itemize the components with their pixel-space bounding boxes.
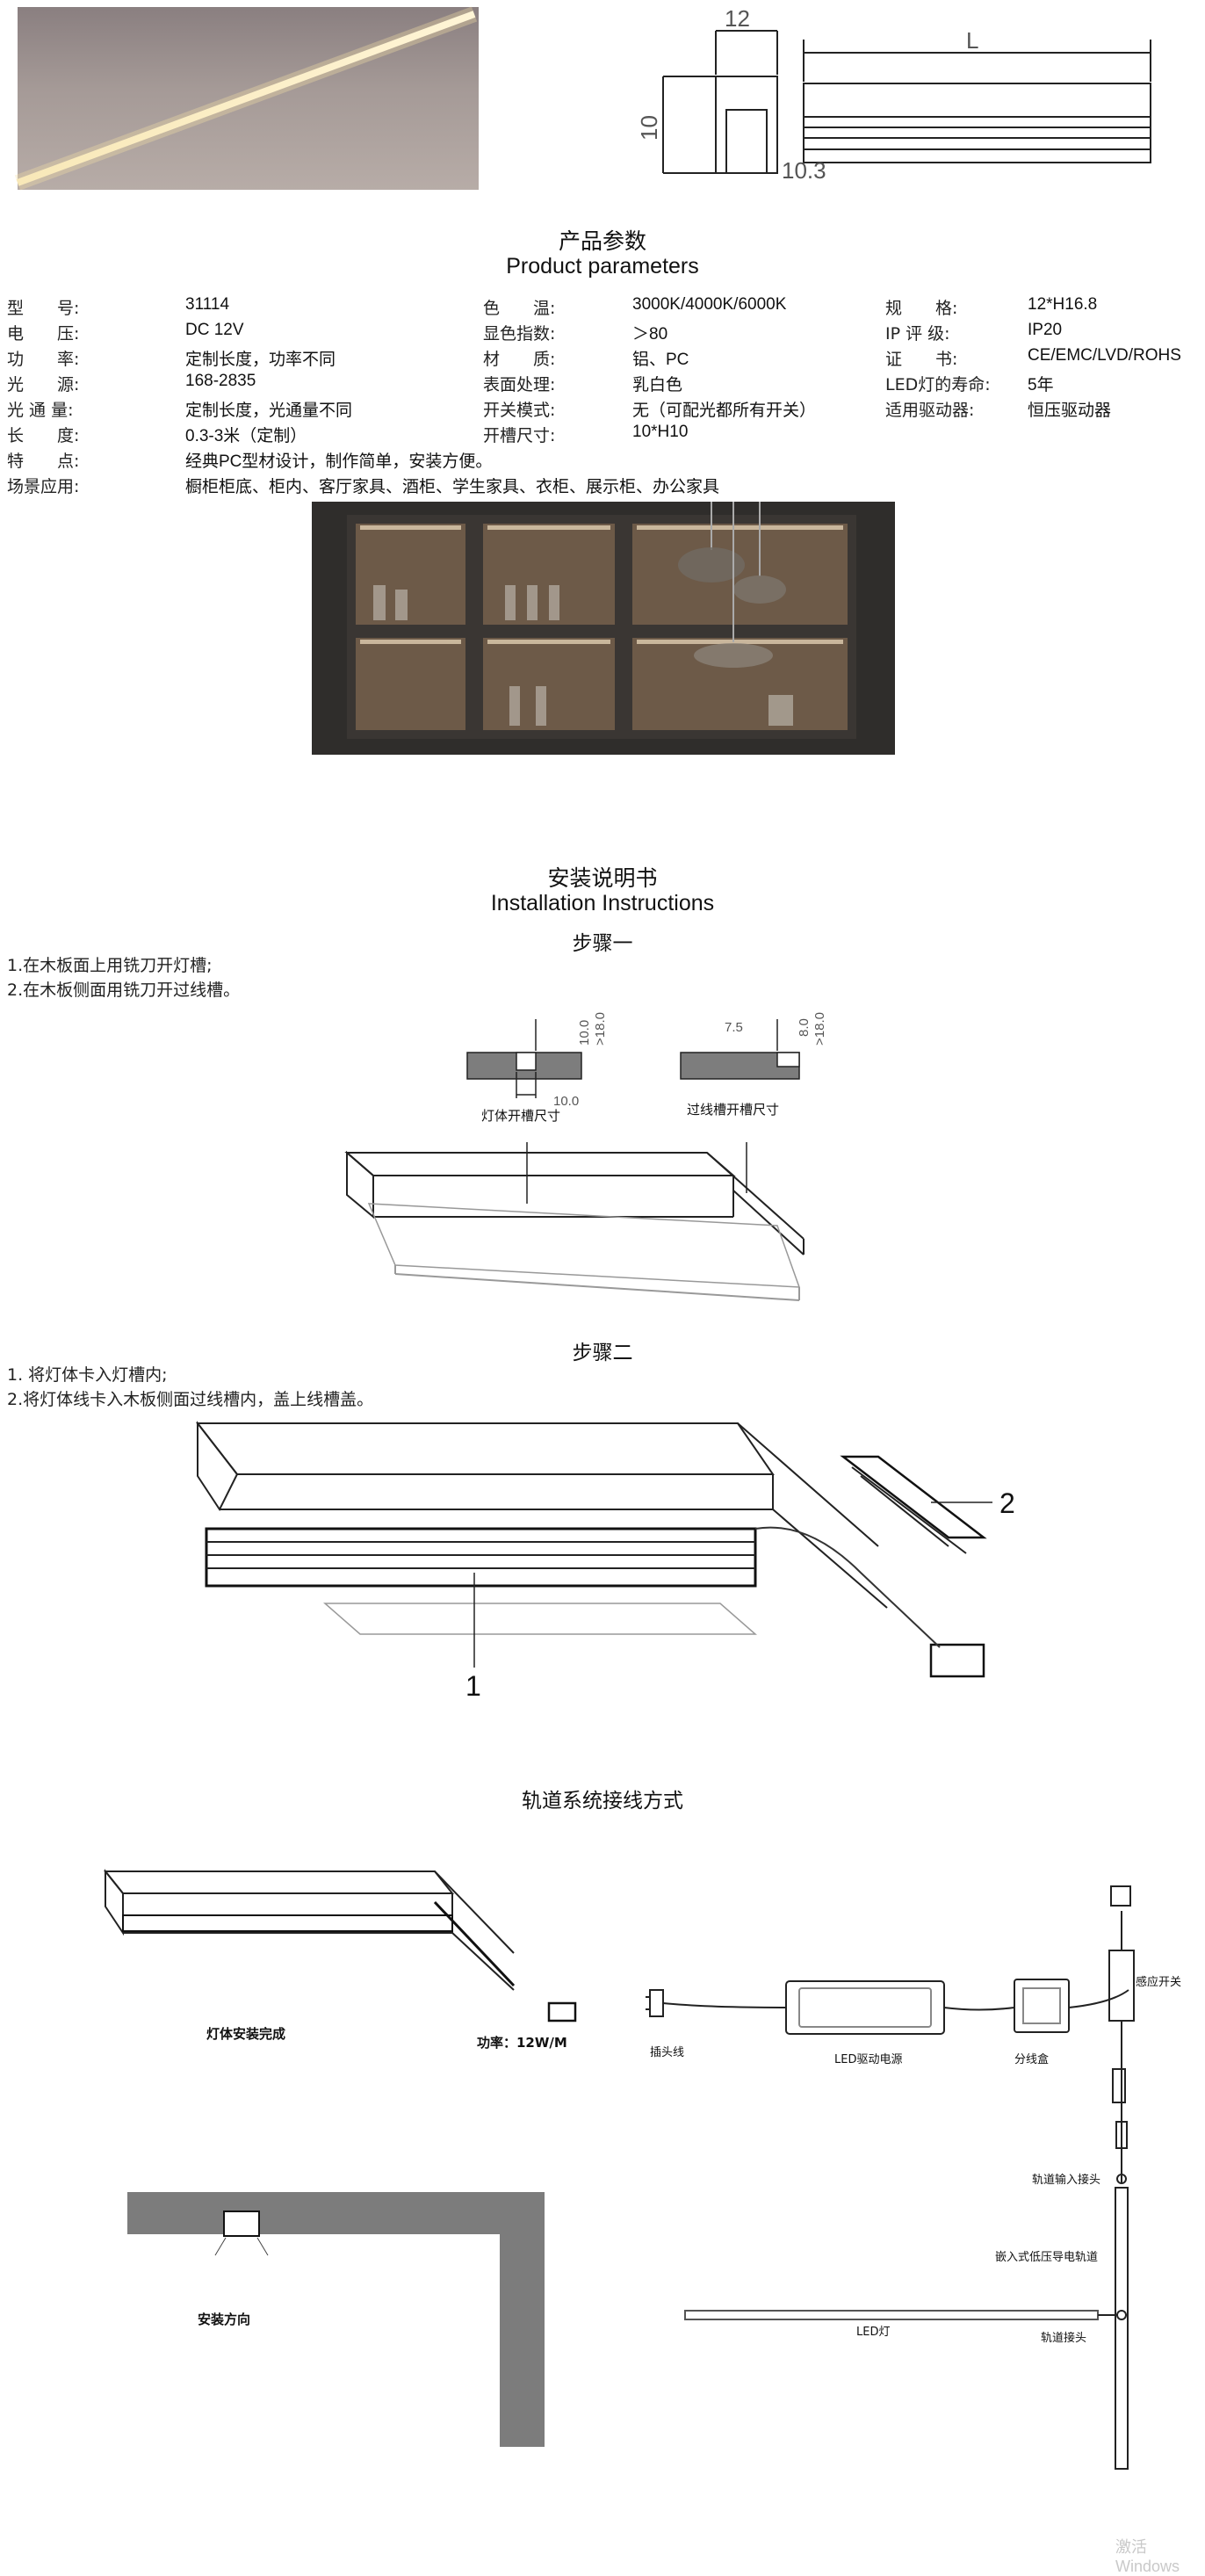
param-value: 铝、PC xyxy=(632,351,689,369)
dim-slot-w: 10.0 xyxy=(553,1094,579,1109)
param-value: DC 12V xyxy=(185,321,244,339)
cabinet-photo xyxy=(312,502,895,755)
step1-board-illustration xyxy=(344,1142,805,1301)
install-direction-illustration: 安装方向 xyxy=(127,2192,545,2447)
dim-wire-t: >18.0 xyxy=(812,1012,827,1046)
param-value: 橱柜柜底、柜内、客厅家具、酒柜、学生家具、衣柜、展示柜、办公家具 xyxy=(185,478,720,496)
param-value: 3000K/4000K/6000K xyxy=(632,295,787,314)
param-value: 乳白色 xyxy=(632,376,683,394)
param-value: 0.3-3米（定制） xyxy=(185,427,307,445)
param-value: 恒压驱动器 xyxy=(1028,402,1112,420)
param-label: 色 温: xyxy=(483,299,556,318)
dim-base: 10.3 xyxy=(782,157,826,184)
sensor-label: 感应开关 xyxy=(1136,1975,1181,1989)
param-value: 12*H16.8 xyxy=(1028,295,1098,314)
step2-note-1: 1. 将灯体卡入灯槽内; xyxy=(7,1365,168,1385)
plug-label: 插头线 xyxy=(650,2046,684,2059)
param-label: 长 度: xyxy=(7,426,80,445)
watermark: 激活 Windows xyxy=(1115,2538,1180,2575)
param-label: 证 书: xyxy=(885,350,958,369)
param-value: CE/EMC/LVD/ROHS xyxy=(1028,346,1181,365)
param-label: 光 源: xyxy=(7,375,80,394)
power-caption: 功率：12W/M xyxy=(477,2035,567,2051)
product-photo xyxy=(14,6,479,191)
light-bar-illustration xyxy=(14,6,478,191)
cabinet-illustration xyxy=(312,502,895,755)
step1-title: 步骤一 xyxy=(572,932,633,955)
param-label: 光 通 量: xyxy=(7,401,74,420)
param-value: 168-2835 xyxy=(185,372,256,390)
params-title-cn: 产品参数 xyxy=(558,228,646,254)
callout-1: 1 xyxy=(465,1670,481,1702)
wiring-title: 轨道系统接线方式 xyxy=(522,1790,683,1813)
step1-note-1: 1.在木板面上用铣刀开灯槽; xyxy=(7,956,213,975)
step1-note-2: 2.在木板侧面用铣刀开过线槽。 xyxy=(7,980,241,1000)
param-label: 型 号: xyxy=(7,299,80,318)
param-label: 场景应用: xyxy=(7,477,80,496)
dim-slot-t: >18.0 xyxy=(593,1012,608,1046)
install-title-cn: 安装说明书 xyxy=(547,865,658,891)
param-value: 31114 xyxy=(185,295,230,314)
param-label: IP 评 级: xyxy=(885,324,950,344)
driver-label: LED驱动电源 xyxy=(834,2053,902,2066)
rail-input-label: 轨道输入接头 xyxy=(1032,2173,1100,2187)
params-title-en: Product parameters xyxy=(506,254,699,279)
profile-dimension-drawing: 12 10 10.3 L xyxy=(636,5,1151,184)
param-value: 5年 xyxy=(1028,376,1054,394)
param-value: 定制长度，功率不同 xyxy=(185,351,336,369)
param-label: 电 压: xyxy=(7,324,80,344)
param-value: 无（可配光都所有开关） xyxy=(632,402,817,420)
param-label: 适用驱动器: xyxy=(885,401,975,420)
param-value: 定制长度，光通量不同 xyxy=(185,402,353,420)
param-value: IP20 xyxy=(1028,321,1063,339)
dim-width: 12 xyxy=(725,5,750,32)
dim-slot-h: 10.0 xyxy=(577,1020,592,1046)
param-label: 显色指数: xyxy=(483,324,556,344)
step2-title: 步骤二 xyxy=(572,1342,633,1364)
dim-height: 10 xyxy=(636,115,662,141)
param-label: 特 点: xyxy=(7,452,80,471)
direction-caption: 安装方向 xyxy=(198,2312,250,2327)
wiring-system-diagram: 插头线 LED驱动电源 分线盒 感应开关 轨道输入接头 嵌入式低压导电轨道 LE… xyxy=(646,1885,1181,2470)
step2-assembly-illustration: 1 2 xyxy=(195,1421,1015,1702)
param-label: 规 格: xyxy=(885,299,958,318)
install-title-en: Installation Instructions xyxy=(490,891,715,915)
param-value: ＞80 xyxy=(632,325,668,344)
embedded-rail-label: 嵌入式低压导电轨道 xyxy=(995,2251,1098,2264)
param-label: 功 率: xyxy=(7,350,80,369)
slot-dimension-drawings: 10.0 >18.0 10.0 灯体开槽尺寸 7.5 8.0 >18.0 过线槽… xyxy=(466,1012,827,1124)
callout-2: 2 xyxy=(999,1487,1015,1519)
rail-connector-label: 轨道接头 xyxy=(1041,2331,1086,2345)
param-value: 经典PC型材设计，制作简单，安装方便。 xyxy=(185,452,493,471)
param-label: 开关模式: xyxy=(483,401,556,420)
param-label: 材 质: xyxy=(483,350,556,369)
step2-note-2: 2.将灯体线卡入木板侧面过线槽内，盖上线槽盖。 xyxy=(7,1390,374,1409)
led-light-label: LED灯 xyxy=(856,2326,890,2339)
dim-wire-w: 7.5 xyxy=(725,1020,743,1035)
splitter-label: 分线盒 xyxy=(1014,2052,1049,2066)
param-value: 10*H10 xyxy=(632,423,689,441)
dim-wire-h: 8.0 xyxy=(797,1018,812,1037)
installed-board-illustration: 灯体安装完成 功率：12W/M xyxy=(103,1869,577,2051)
slot-caption-right: 过线槽开槽尺寸 xyxy=(687,1102,779,1118)
param-label: 开槽尺寸: xyxy=(483,426,556,445)
slot-caption-left: 灯体开槽尺寸 xyxy=(481,1108,560,1124)
param-label: LED灯的寿命: xyxy=(885,375,991,394)
param-label: 表面处理: xyxy=(483,375,556,394)
installed-caption: 灯体安装完成 xyxy=(206,2026,285,2042)
dim-length: L xyxy=(966,27,978,54)
